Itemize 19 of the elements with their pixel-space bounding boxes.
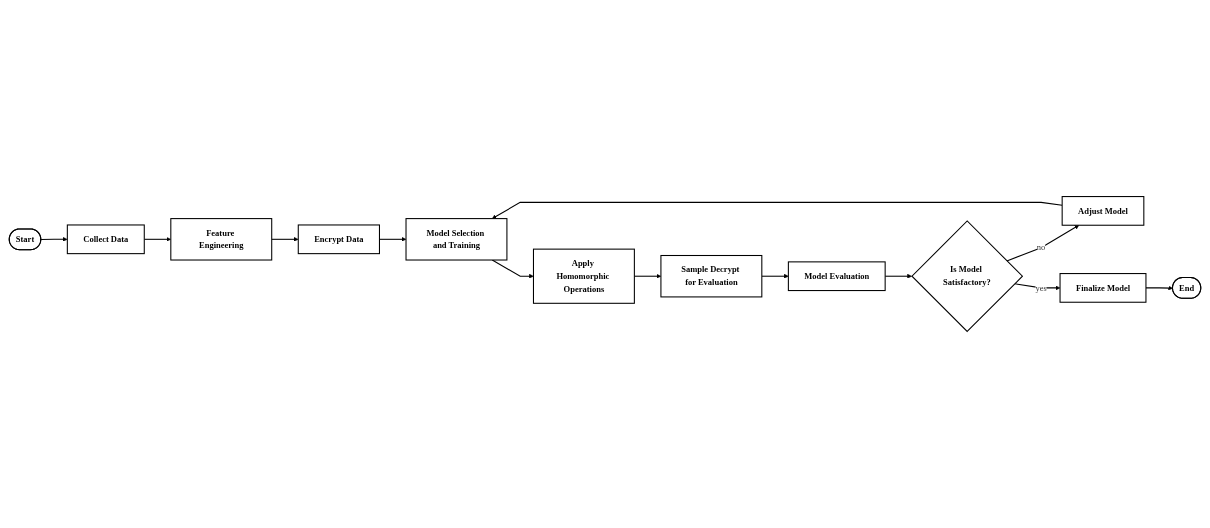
node-box: Adjust Model <box>1061 196 1145 226</box>
node-box: Sample Decrypt for Evaluation <box>660 254 763 298</box>
arrow <box>761 273 789 279</box>
arrow <box>1145 285 1173 291</box>
node-diamond: Is Model Satisfactory? <box>911 220 1024 333</box>
node-box: Model Evaluation <box>787 261 886 292</box>
node-box: Encrypt Data <box>297 224 380 255</box>
edge-label: no <box>1036 243 1046 253</box>
arrow <box>271 236 299 242</box>
node-box: Collect Data <box>66 224 145 255</box>
node-box: Apply Homomorphic Operations <box>532 248 635 304</box>
node-box: Finalize Model <box>1059 273 1147 303</box>
edge-label: yes <box>1035 283 1047 293</box>
arrow <box>1006 225 1080 262</box>
node-box: Feature Engineering <box>170 218 273 261</box>
node-box: Model Selection and Training <box>405 218 508 261</box>
arrow <box>40 236 68 242</box>
arrow <box>492 201 1063 219</box>
arrow <box>491 259 534 279</box>
